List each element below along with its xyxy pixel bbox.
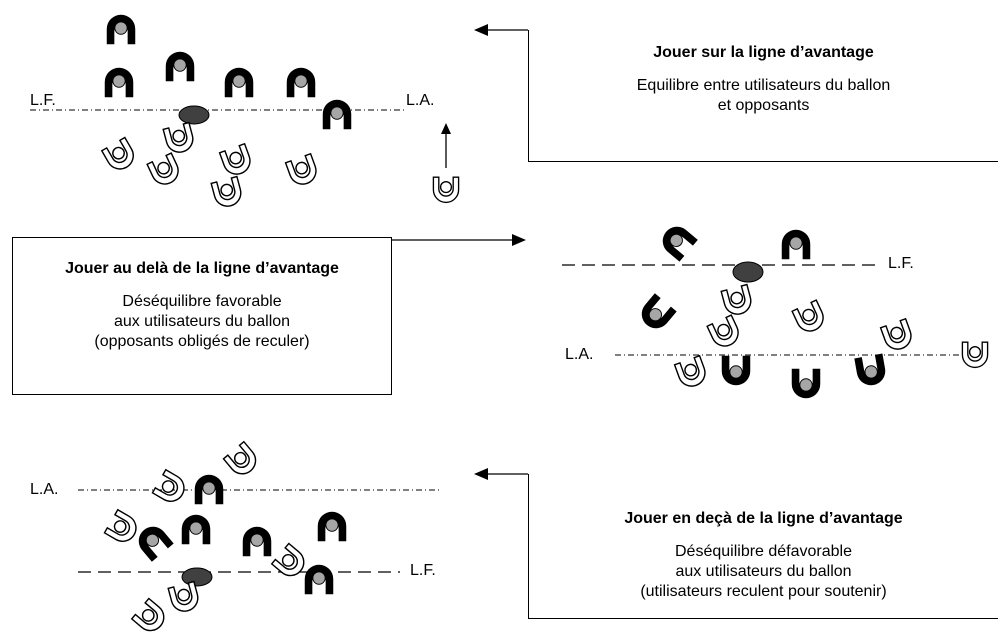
opponent [322,99,352,130]
opponent [132,520,175,563]
ball [181,567,213,587]
caption-box-2: Jouer au delà de la ligne d’avantage Dés… [12,237,392,395]
arrow-head [441,123,451,134]
opponent [304,564,334,595]
pointer-head [474,468,488,480]
la-label: L.A. [406,92,435,109]
attacker [101,136,139,175]
ball [732,261,764,283]
attacker [706,314,744,352]
opponent [224,67,254,98]
pointer-head [474,24,488,36]
opponent [286,67,316,98]
opponent [791,368,821,399]
caption-line: aux utilisateurs du ballon [675,563,852,580]
caption-line: Déséquilibre favorable [122,293,282,310]
diagram-2 [392,220,989,399]
lf-label: L.F. [888,255,914,272]
diagram-1 [30,14,528,210]
opponent [181,514,211,545]
caption-line: et opposants [717,97,810,114]
attacker [151,469,190,507]
caption-line: (utilisateurs reculent pour soutenir) [640,583,887,600]
attacker [222,441,262,480]
attacker [791,299,829,337]
attacker [879,318,916,354]
attacker [162,121,197,156]
la-label: L.A. [30,481,59,498]
attacker [673,355,710,391]
attacker [432,176,460,204]
attacker [103,509,142,547]
lf-label: L.F. [410,562,436,579]
attacker [284,153,321,189]
opponent [106,14,136,45]
caption-line: aux utilisateurs du ballon [113,313,291,330]
opponent [635,292,678,335]
opponent [165,51,195,82]
attacker [271,542,310,582]
attacker [961,341,989,369]
opponent [194,474,224,505]
pointer-head [512,234,526,246]
diagram-3 [78,441,528,637]
ball [178,105,210,125]
opponent [853,353,888,388]
attacker [210,175,245,210]
caption-box-3: Jouer en deçà de la ligne d’avantage Dés… [528,474,998,619]
caption-title: Jouer sur la ligne d’avantage [653,44,874,61]
opponent [104,67,134,98]
opponent [242,526,272,557]
attacker [146,152,184,190]
opponent [721,355,751,386]
attacker [218,143,255,179]
opponent [317,511,347,542]
attacker [720,283,755,318]
opponent [781,229,811,260]
attacker [131,597,170,637]
attacker [167,580,202,615]
lf-label: L.F. [30,92,56,109]
caption-box-1: Jouer sur la ligne d’avantage Equilibre … [528,30,998,162]
caption-line: Equilibre entre utilisateurs du ballon [636,77,891,94]
caption-title: Jouer au delà de la ligne d’avantage [65,260,339,277]
caption-line: Déséquilibre défavorable [675,543,852,560]
caption-line: (opposants obligés de reculer) [94,333,310,350]
opponent [656,220,699,263]
caption-title: Jouer en deçà de la ligne d’avantage [624,510,903,527]
la-label: L.A. [565,346,594,363]
